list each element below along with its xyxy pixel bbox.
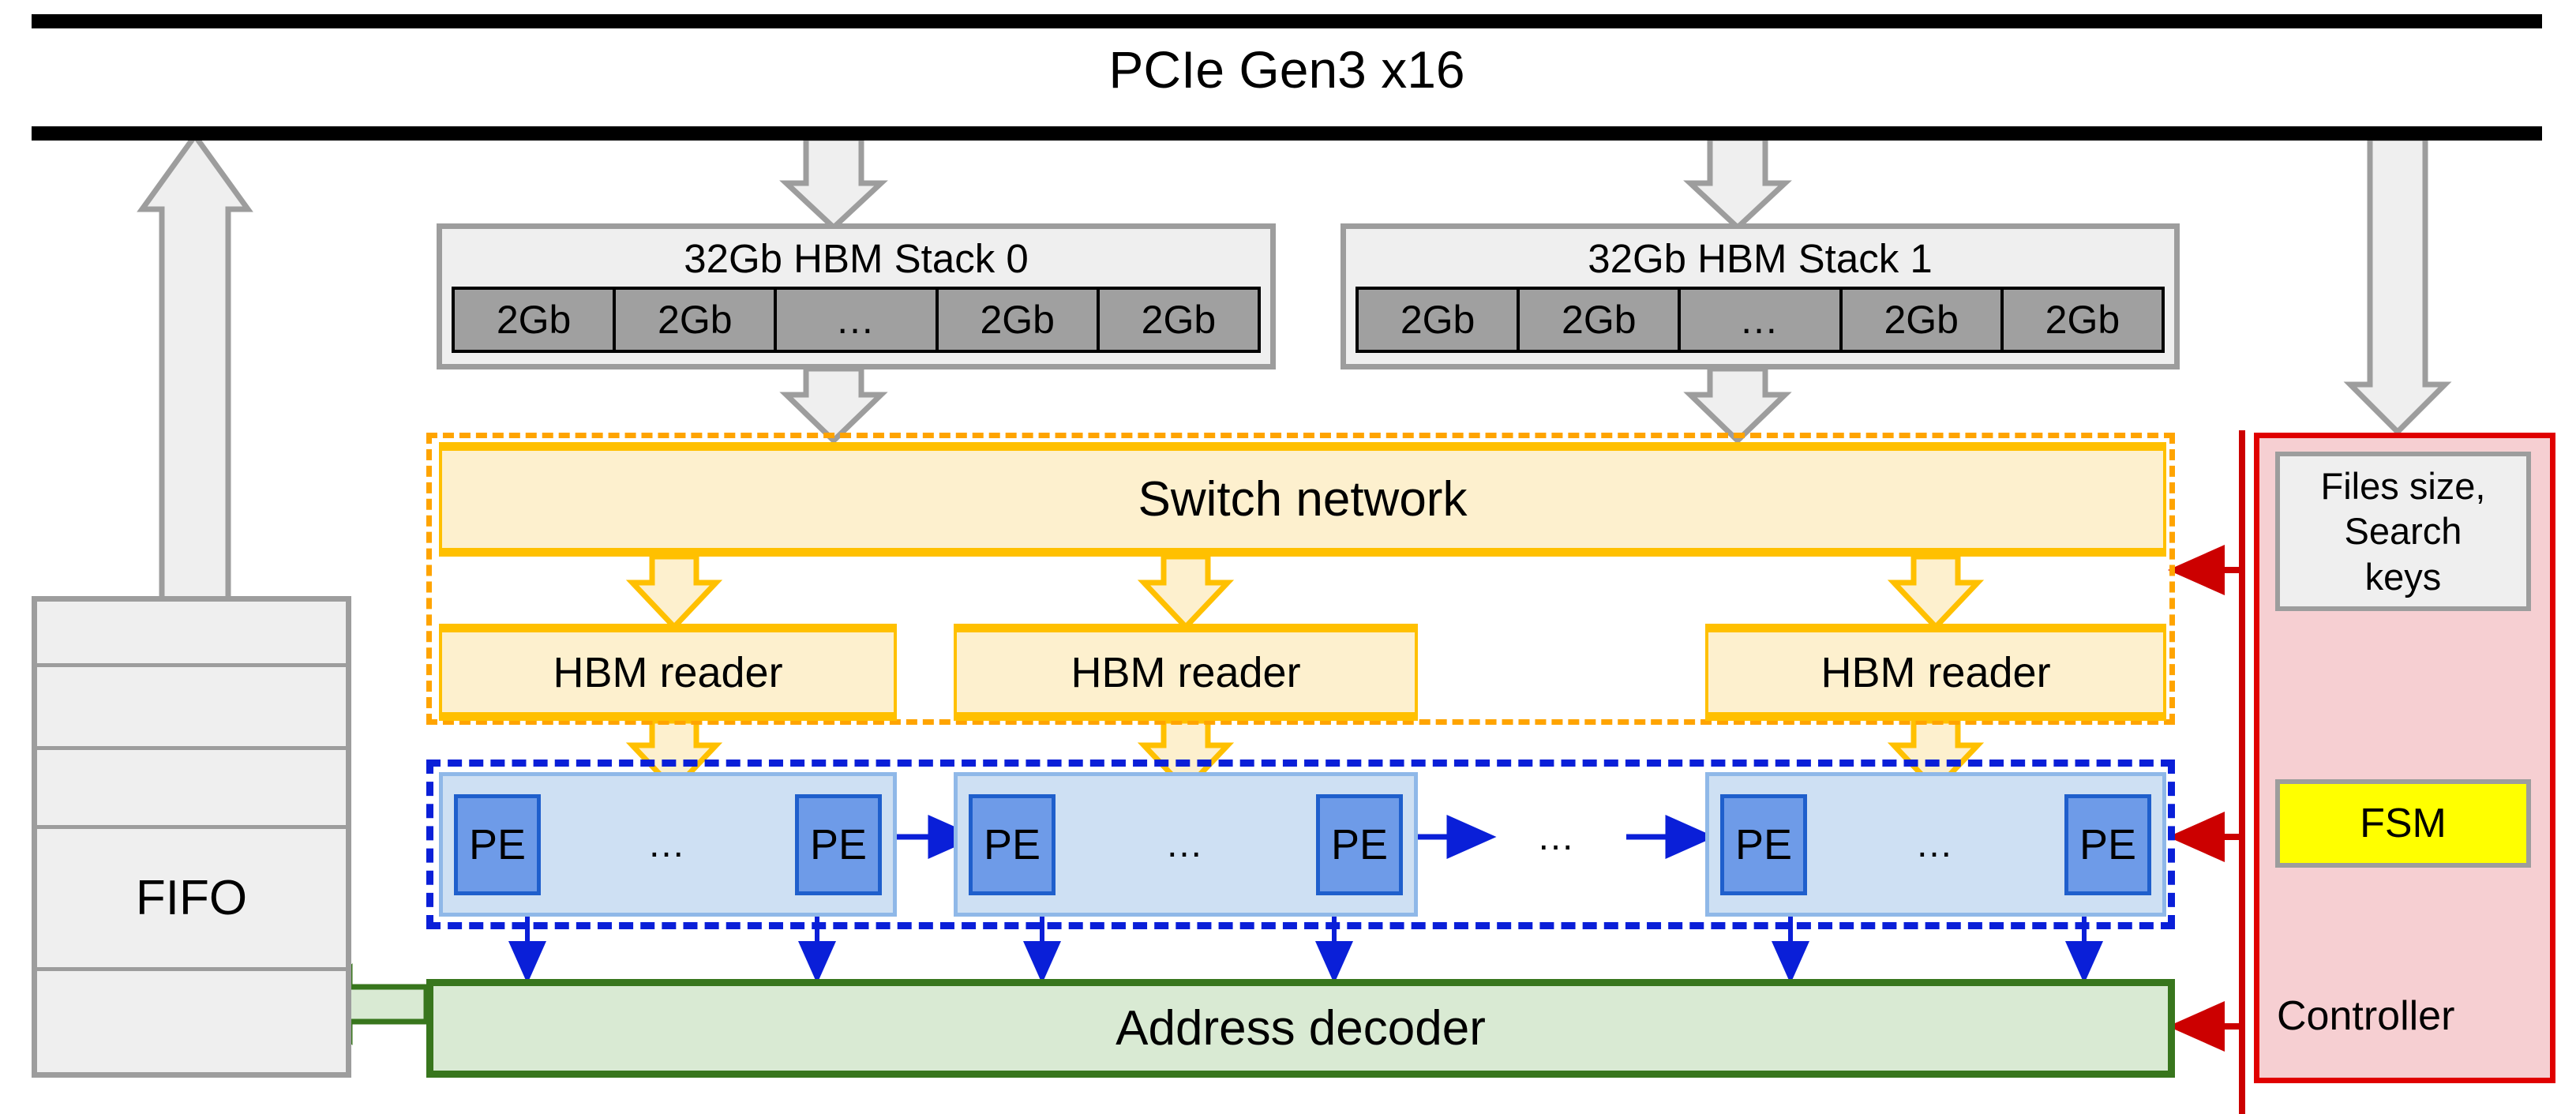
pe-array-group	[426, 760, 2175, 929]
hbm-stack-0-cells: 2Gb 2Gb … 2Gb 2Gb	[452, 287, 1261, 353]
controller-fsm-block[interactable]: FSM	[2275, 779, 2531, 868]
pcie-bus-title: PCIe Gen3 x16	[1108, 39, 1465, 99]
hbm-stack-1-title: 32Gb HBM Stack 1	[1588, 236, 1933, 281]
hbm-stack-0-title: 32Gb HBM Stack 0	[684, 236, 1029, 281]
hbm-stack-1-cells: 2Gb 2Gb … 2Gb 2Gb	[1355, 287, 2165, 353]
hbm-cell: 2Gb	[1842, 290, 2004, 350]
pe-unit[interactable]: PE	[1720, 793, 1807, 895]
hbm-stack-1[interactable]: 32Gb HBM Stack 1 2Gb 2Gb … 2Gb 2Gb	[1340, 223, 2180, 369]
pcie-bus-bottom-bar	[32, 126, 2542, 141]
arrow-pcie-to-controller	[2343, 135, 2452, 436]
memory-access-group	[426, 433, 2175, 725]
controller-files-keys: Files size, Search keys	[2275, 452, 2531, 611]
hbm-cell: 2Gb	[455, 290, 617, 350]
pe-group-2[interactable]: PE … PE	[1705, 772, 2166, 917]
switch-network-block[interactable]: Switch network	[439, 442, 2166, 557]
pe-unit[interactable]: PE	[2064, 793, 2151, 895]
hbm-cell: 2Gb	[616, 290, 778, 350]
fifo-label: FIFO	[37, 829, 346, 971]
arrow-pcie-to-hbm0	[779, 135, 888, 231]
fifo-slot	[37, 667, 346, 750]
pe-group-2-ellipsis: …	[1915, 823, 1956, 865]
pe-group-0[interactable]: PE … PE	[439, 772, 897, 917]
hbm-cell: 2Gb	[1099, 290, 1258, 350]
arrow-pcie-to-hbm1	[1683, 135, 1792, 231]
hbm-cell: 2Gb	[938, 290, 1100, 350]
pe-unit[interactable]: PE	[1316, 793, 1403, 895]
pe-group-0-ellipsis: …	[647, 823, 688, 865]
pe-group-1[interactable]: PE … PE	[954, 772, 1418, 917]
hbm-cell-ellipsis: …	[1681, 290, 1843, 350]
hbm-cell: 2Gb	[2003, 290, 2162, 350]
hbm-stack-0[interactable]: 32Gb HBM Stack 0 2Gb 2Gb … 2Gb 2Gb	[437, 223, 1276, 369]
arrow-fifo-to-pcie	[137, 131, 253, 603]
pe-unit[interactable]: PE	[969, 793, 1056, 895]
hbm-cell: 2Gb	[1520, 290, 1682, 350]
pcie-bus-top-bar	[32, 14, 2542, 28]
hbm-reader-0[interactable]: HBM reader	[439, 624, 897, 721]
hbm-cell: 2Gb	[1359, 290, 1520, 350]
fifo-block[interactable]: FIFO	[32, 596, 351, 1078]
controller-label: Controller	[2277, 993, 2455, 1039]
hbm-cell-ellipsis: …	[777, 290, 939, 350]
pe-unit[interactable]: PE	[454, 793, 541, 895]
fifo-slot	[37, 971, 346, 1072]
arrow-hbm1-to-switch	[1683, 366, 1792, 444]
controller-block[interactable]: Files size, Search keys FSM Controller	[2254, 433, 2555, 1083]
fifo-slot	[37, 750, 346, 829]
address-decoder-block[interactable]: Address decoder	[426, 979, 2175, 1078]
pe-array-middle-ellipsis: …	[1536, 816, 1578, 858]
hbm-reader-2[interactable]: HBM reader	[1705, 624, 2166, 721]
fifo-slot	[37, 602, 346, 667]
arrow-hbm0-to-switch	[779, 366, 888, 444]
pe-unit[interactable]: PE	[795, 793, 882, 895]
pe-group-1-ellipsis: …	[1165, 823, 1206, 865]
hbm-reader-1[interactable]: HBM reader	[954, 624, 1418, 721]
